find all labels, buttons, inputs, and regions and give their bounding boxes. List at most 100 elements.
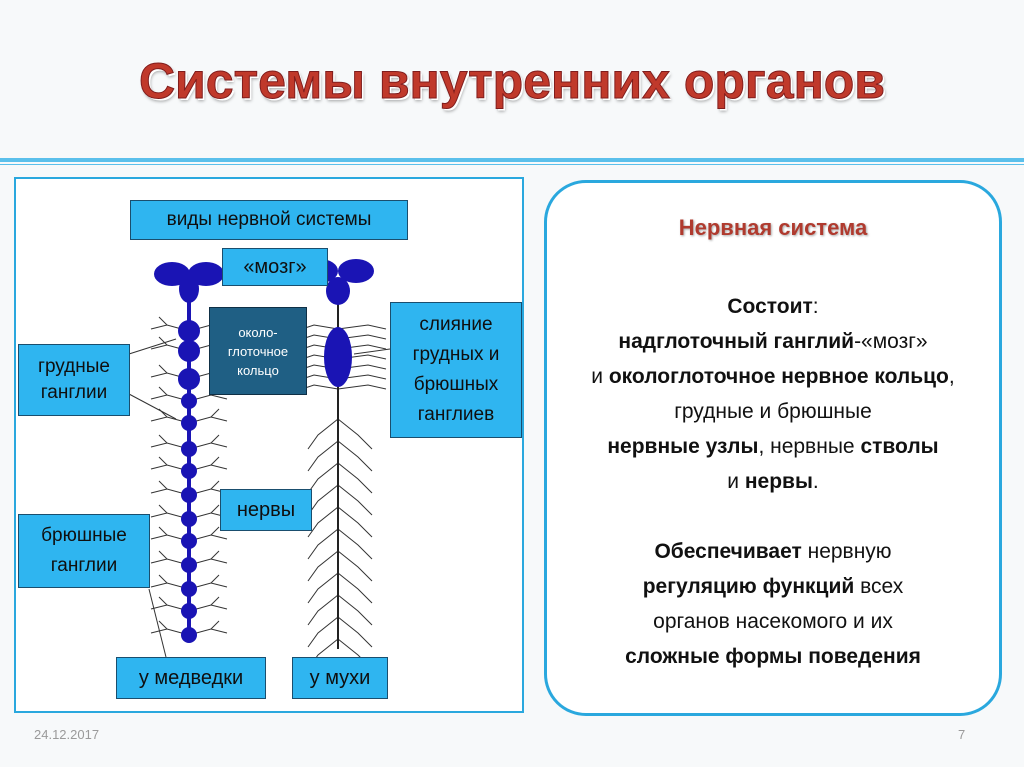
nervous-text: нервную [801, 540, 892, 563]
left-ganglion [181, 581, 197, 597]
brain-label: «мозг» [222, 248, 328, 286]
nerve-branch [337, 462, 373, 494]
line-2: и окологлоточное нервное кольцо, грудные… [557, 359, 989, 429]
line-5: Обеспечивает нервную [557, 534, 989, 569]
nerve-branch [158, 336, 168, 346]
nerve-branch [307, 594, 339, 626]
nerve-branch [210, 620, 220, 630]
left-ganglion [178, 368, 200, 390]
chest-belly-text: , грудные и брюшные [674, 365, 955, 423]
pointer-line [128, 393, 177, 420]
left-ganglion [181, 627, 197, 643]
nerve-branch [210, 434, 220, 444]
nerve-branch [307, 572, 339, 604]
consists-line: Состоит: [557, 289, 989, 324]
and-text-2: и [727, 470, 745, 493]
page-number: 7 [958, 727, 966, 742]
nerve-branch [337, 506, 373, 538]
all-text: всех [854, 575, 904, 598]
left-brain-core [179, 275, 199, 303]
provides-text: Обеспечивает [654, 540, 802, 563]
slide-title: Системы внутренних органов [138, 53, 886, 110]
left-ganglion [181, 463, 197, 479]
title-bar [0, 0, 1024, 160]
line-6: регуляцию функций всех [557, 569, 989, 604]
abdominal-ganglia-label: брюшные ганглии [18, 514, 150, 588]
info-panel: Нервная система Состоит: надглоточный га… [544, 180, 1002, 716]
nerve-branch [307, 506, 339, 538]
nerve-branch [307, 418, 339, 450]
nerve-branch [158, 550, 168, 560]
diagram-panel: виды нервной системы «мозг» около- глото… [14, 177, 524, 713]
left-ganglion [181, 533, 197, 549]
nerve-branch [158, 620, 168, 630]
nerve-branch [307, 528, 339, 560]
nerve-branch [307, 440, 339, 472]
brain-text: -«мозг» [854, 330, 928, 353]
consists-word: Состоит [727, 295, 813, 318]
fused-ganglion-mass [324, 327, 352, 387]
trunks-text: стволы [860, 435, 939, 458]
line-3: нервные узлы, нервные стволы [557, 429, 989, 464]
left-ganglion [178, 320, 200, 342]
nerve-branch [307, 462, 339, 494]
nerves-text: нервы [744, 470, 813, 493]
supra-ganglion-text: надглоточный ганглий [618, 330, 855, 353]
nerves-label: нервы [220, 489, 312, 531]
colon: : [812, 295, 819, 318]
behavior-text: сложные формы поведения [625, 645, 921, 668]
nerve-branch [210, 480, 220, 490]
nerve-branch [301, 384, 339, 390]
nerve-branch [158, 456, 168, 466]
nerve-branch [337, 616, 373, 648]
left-brain-lobe [154, 262, 190, 286]
left-brain-lobe [188, 262, 224, 286]
and-text: и [591, 365, 609, 388]
info-body: Состоит: надглоточный ганглий-«мозг» и о… [557, 289, 989, 674]
left-ganglion [181, 511, 197, 527]
nerve-branch [337, 384, 387, 390]
spacer [557, 499, 989, 534]
left-ganglion [181, 441, 197, 457]
regulation-text: регуляцию функций [642, 575, 855, 598]
fused-ganglia-label: слияние грудных и брюшных ганглиев [390, 302, 522, 438]
nerve-branch [307, 550, 339, 582]
nervous-system-illustration [128, 259, 391, 670]
nerve-branch [210, 408, 220, 418]
nerve-branch [158, 574, 168, 584]
nervous-system-types-label: виды нервной системы [130, 200, 408, 240]
ring-text: окологлоточное нервное кольцо [608, 365, 949, 388]
left-ganglion [181, 393, 197, 409]
nerve-branch [158, 386, 168, 396]
nerve-branch [337, 550, 373, 582]
fly-caption: у мухи [292, 657, 388, 699]
nerve-branch [210, 456, 220, 466]
nerve-branch [337, 418, 373, 450]
nerve-branch [158, 480, 168, 490]
line-1: надглоточный ганглий-«мозг» [557, 324, 989, 359]
peripharyngeal-ring-label: около- глоточное кольцо [209, 307, 307, 395]
line-4: и нервы. [557, 464, 989, 499]
left-ganglion [181, 603, 197, 619]
line-7: органов насекомого и их [557, 604, 989, 639]
right-brain-core [326, 277, 350, 305]
pointer-line [148, 588, 167, 658]
nerve-branch [210, 550, 220, 560]
nerve-branch [301, 324, 339, 330]
nerve-branch [337, 594, 373, 626]
nerve-branch [158, 316, 168, 326]
thoracic-ganglia-label: грудные ганглии [18, 344, 130, 416]
nerve-branch [337, 572, 373, 604]
nerve-branch [158, 504, 168, 514]
nerve-branch [337, 528, 373, 560]
left-ganglion [178, 340, 200, 362]
nerve-branch [158, 596, 168, 606]
nerve-text: , нервные [758, 435, 861, 458]
nerve-branch [158, 526, 168, 536]
right-brain-lobe [338, 259, 374, 283]
nerve-branch [158, 434, 168, 444]
period: . [812, 470, 819, 493]
nerve-nodes-text: нервные узлы [607, 435, 759, 458]
nerve-branch [210, 504, 220, 514]
nerve-branch [307, 616, 339, 648]
